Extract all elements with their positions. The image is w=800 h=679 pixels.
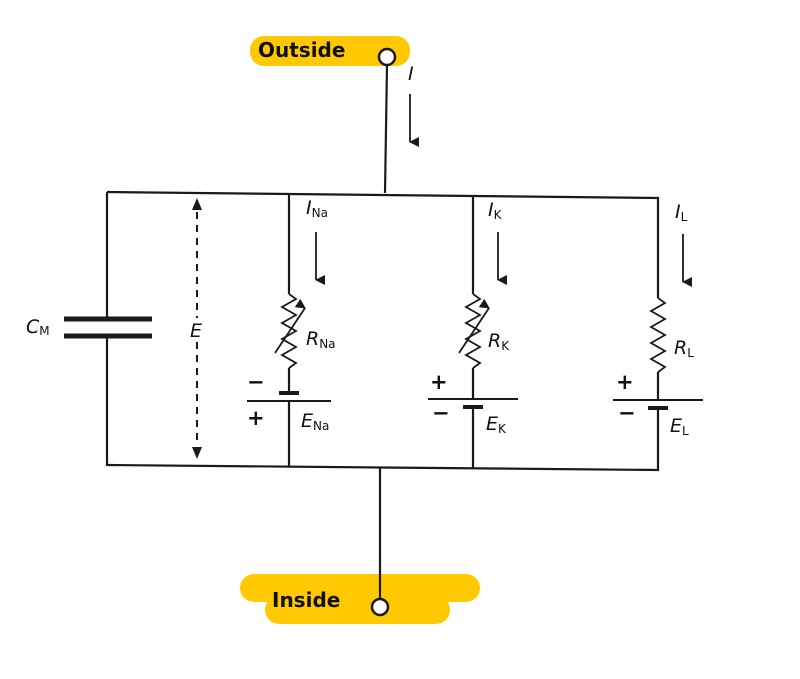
resistor-k-zigzag	[464, 293, 482, 369]
battery-l-label: EL	[670, 415, 689, 438]
capacitor-branch: CM	[26, 192, 152, 466]
capacitor-label: CM	[26, 316, 50, 338]
resistor-l-label: RL	[674, 337, 694, 360]
sodium-branch: INa RNa − + ENa	[247, 193, 336, 467]
inside-highlight-top	[240, 574, 480, 602]
battery-na-bottom-sign: +	[247, 406, 265, 430]
leak-branch: IL RL + − EL	[613, 197, 703, 471]
battery-k-bottom-sign: −	[432, 401, 450, 425]
potassium-branch: IK RK + − EK	[428, 195, 518, 469]
current-l-label: IL	[675, 201, 688, 224]
voltage-label: E	[190, 320, 202, 342]
current-k-label: IK	[488, 199, 503, 222]
battery-l-top-sign: +	[616, 370, 634, 394]
total-current-label: I	[408, 63, 414, 85]
outside-label: Outside	[258, 38, 345, 62]
battery-na-top-sign: −	[247, 370, 265, 394]
resistor-na-zigzag	[280, 293, 298, 369]
inside-terminal	[370, 597, 390, 617]
resistor-k-label: RK	[488, 330, 510, 353]
battery-l-bottom-sign: −	[618, 401, 636, 425]
battery-na-label: ENa	[301, 410, 329, 433]
outside-highlight	[250, 36, 410, 66]
top-rail	[106, 190, 660, 200]
membrane-voltage: E	[188, 198, 206, 459]
voltage-arrowhead-down	[192, 447, 202, 459]
outside-lead	[383, 64, 389, 194]
resistor-l-zigzag	[649, 297, 667, 373]
resistor-na-variable-arrow	[274, 298, 306, 354]
battery-k-label: EK	[486, 413, 507, 436]
resistor-k-variable-arrow	[458, 298, 490, 354]
voltage-arrowhead-up	[192, 198, 202, 210]
resistor-na-label: RNa	[306, 328, 336, 351]
outside-terminal	[377, 47, 397, 67]
inside-highlight-bottom	[265, 596, 450, 624]
battery-k-top-sign: +	[430, 370, 448, 394]
current-na-label: INa	[306, 197, 328, 220]
bottom-rail	[106, 463, 660, 472]
inside-label: Inside	[272, 588, 340, 612]
